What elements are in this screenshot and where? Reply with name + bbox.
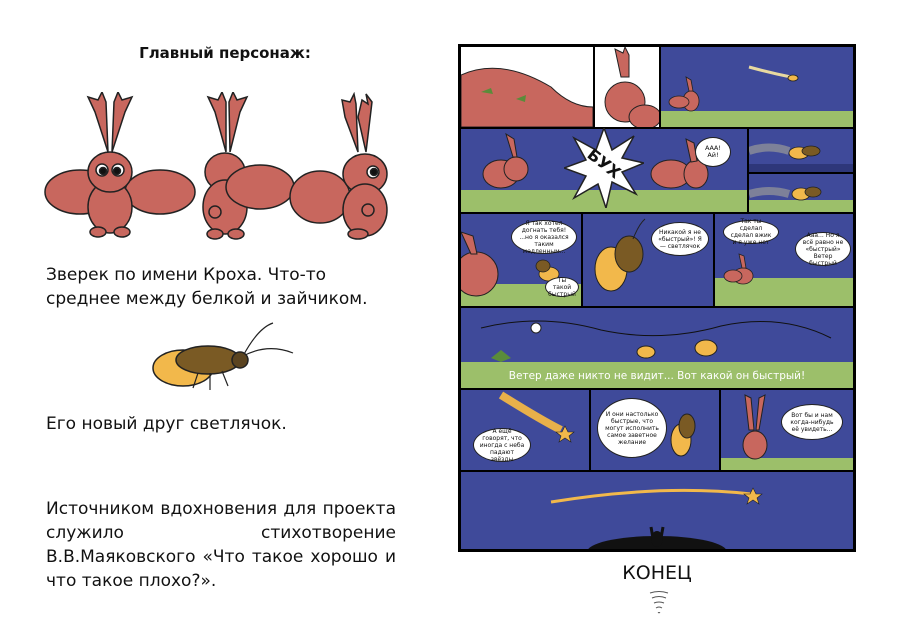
squirrel-back-illustration	[202, 92, 295, 240]
speech-bubble-6: А ещё говорят, что иногда с неба падают …	[473, 428, 531, 463]
left-page: Главный персонаж:	[44, 44, 396, 591]
comic-panel-6	[749, 174, 853, 212]
firefly-illustration	[152, 322, 294, 390]
comic-panel-9: Так ты сделал сделал вжик и я уже нет Аа…	[715, 214, 853, 306]
inspiration-text: Источником вдохновения для проекта служи…	[46, 499, 396, 591]
page-title: Главный персонаж:	[139, 44, 311, 62]
squirrel-side-illustration	[289, 92, 388, 240]
speech-bubble-8: Вот бы и нам когда-нибудь её увидеть...	[781, 404, 843, 440]
speech-bubble-4: Так ты сделал сделал вжик и я уже нет	[723, 218, 779, 246]
comic-panel-7: Я так хотел догнать тебя! ...но я оказал…	[461, 214, 581, 306]
wind-caption: Ветер даже никто не видит... Вот какой о…	[508, 370, 806, 382]
bux-burst-icon	[564, 128, 644, 208]
speech-bubble-1: Я так хотел догнать тебя! ...но я оказал…	[511, 220, 577, 255]
comic-page: ААА! Ай! БУХ Я так хотел догнать тебя! .…	[458, 44, 856, 552]
comic-panel-14	[461, 472, 853, 549]
comic-panel-8: Никакой я не «быстрый»! Я — светлячок	[583, 214, 713, 306]
speech-bubble-scream: ААА! Ай!	[695, 137, 731, 167]
comic-panel-1	[461, 47, 593, 127]
speech-bubble-3: Ты такой быстрый	[545, 277, 579, 298]
swirl-icon	[649, 591, 669, 614]
comic-panel-11: А ещё говорят, что иногда с неба падают …	[461, 390, 589, 470]
comic-panel-2	[595, 47, 659, 127]
speech-bubble-7: И они настолько быстрые, что могут испол…	[597, 398, 667, 458]
comic-panel-3	[661, 47, 853, 127]
friend-description: Его новый друг светлячок.	[46, 414, 287, 434]
comic-panel-12: И они настолько быстрые, что могут испол…	[591, 390, 719, 470]
comic-panel-5	[749, 129, 853, 172]
speech-bubble-2: Никакой я не «быстрый»! Я — светлячок	[651, 222, 709, 256]
character-sheet	[44, 92, 388, 240]
squirrel-front-illustration	[44, 92, 196, 238]
comic-panel-10: Ветер даже никто не видит... Вот какой о…	[461, 308, 853, 388]
speech-bubble-5: Ааа... Но я всё равно не «быстрый» Ветер…	[795, 232, 851, 267]
comic-panel-13: Вот бы и нам когда-нибудь её увидеть...	[721, 390, 853, 470]
character-description: Зверек по имени Кроха. Что-то среднее ме…	[46, 265, 368, 309]
end-label: КОНЕЦ	[622, 562, 692, 584]
